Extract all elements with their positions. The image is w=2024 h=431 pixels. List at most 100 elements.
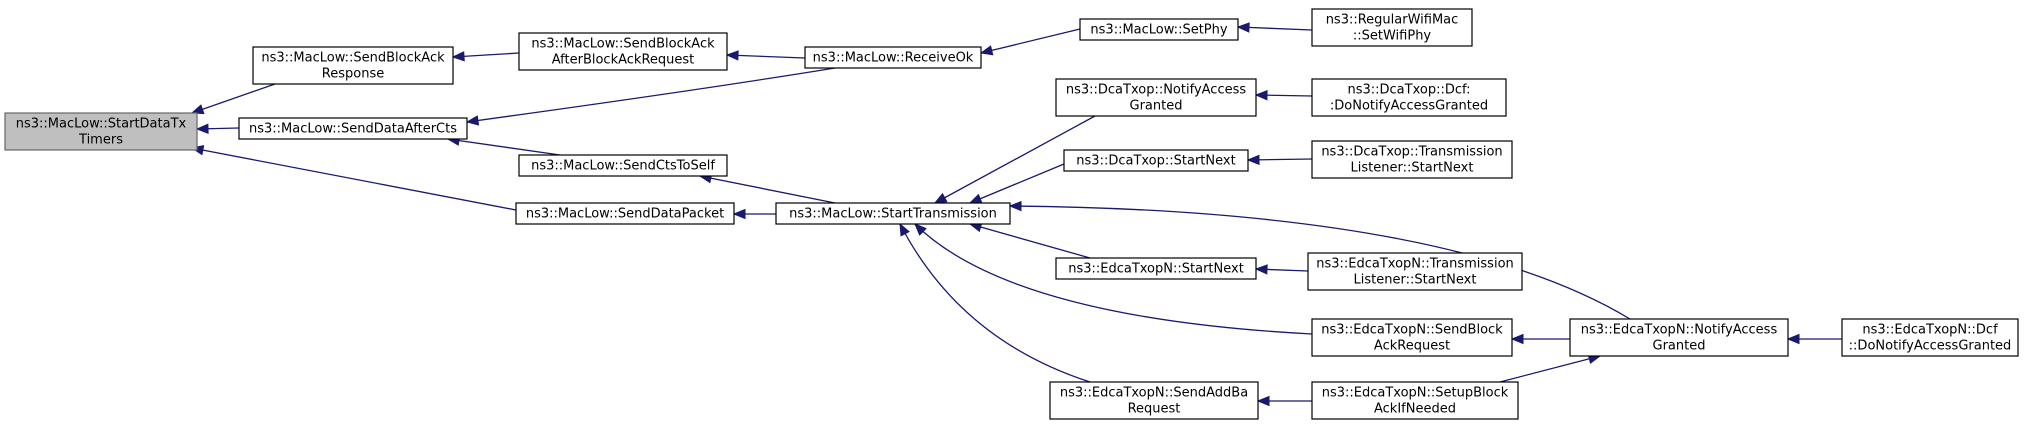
node-box xyxy=(1311,318,1513,357)
edge-n10-to-n7 xyxy=(933,115,1096,204)
arrowhead xyxy=(465,115,480,126)
node-ns3-maclow-sendctstoself[interactable]: ns3::MacLow::SendCtsToSelf xyxy=(518,154,728,177)
arrowhead xyxy=(190,104,205,115)
edge-line xyxy=(191,83,276,114)
edge-n20-to-n19 xyxy=(1256,395,1312,407)
arrowhead xyxy=(1256,395,1270,407)
node-ns3-maclow-senddatapacket[interactable]: ns3::MacLow::SendDataPacket xyxy=(515,202,735,225)
node-box xyxy=(518,154,728,177)
node-box xyxy=(1079,18,1239,41)
arrowhead xyxy=(732,208,746,220)
edge-n5-to-n4 xyxy=(725,50,806,61)
node-box xyxy=(4,112,198,151)
node-ns3-maclow-setphy[interactable]: ns3::MacLow::SetPhy xyxy=(1079,18,1239,41)
edge-n11-to-n10 xyxy=(1254,89,1313,101)
node-label-line: ns3::EdcaTxopN::SendBlock xyxy=(1321,323,1503,338)
arrowhead xyxy=(1510,333,1524,345)
arrowhead xyxy=(914,223,927,236)
node-ns3-maclow-sendblockackafterblockackrequest[interactable]: ns3::MacLow::SendBlockAckAfterBlockAckRe… xyxy=(518,32,728,71)
edge-n12-to-n7 xyxy=(968,163,1065,204)
arrowhead xyxy=(968,193,983,204)
node-ns3-edcatxopn-transmissionlistener-startnext[interactable]: ns3::EdcaTxopN::TransmissionListener::St… xyxy=(1307,252,1523,291)
node-label-line: ns3::MacLow::ReceiveOk xyxy=(813,51,974,66)
edge-n17-to-n7 xyxy=(1008,200,1631,320)
arrowhead xyxy=(1236,22,1250,33)
edge-line xyxy=(934,115,1096,204)
edge-line xyxy=(447,138,561,156)
edge-n18-to-n17 xyxy=(1786,333,1842,345)
edge-n20-to-n17 xyxy=(1499,353,1602,383)
node-label-line: ns3::EdcaTxopN::SetupBlock xyxy=(1322,386,1509,401)
node-box xyxy=(518,32,728,71)
node-ns3-edcatxopn-notifyaccessgranted[interactable]: ns3::EdcaTxopN::NotifyAccessGranted xyxy=(1569,318,1789,357)
node-label-line: ns3::MacLow::SendDataAfterCts xyxy=(249,122,457,137)
arrowhead xyxy=(1254,89,1268,101)
arrowhead xyxy=(195,123,209,134)
arrowhead xyxy=(979,45,994,56)
edge-line xyxy=(969,223,1091,259)
edge-line xyxy=(969,163,1065,204)
node-box xyxy=(1569,318,1789,357)
node-box xyxy=(252,46,454,85)
edge-n5-to-n2 xyxy=(465,67,836,126)
node-ns3-regularwifimac-setwifiphy[interactable]: ns3::RegularWifiMac::SetWifiPhy xyxy=(1311,8,1473,47)
node-ns3-edcatxopn-dcf-donotifyaccessgranted[interactable]: ns3::EdcaTxopN::Dcf::DoNotifyAccessGrant… xyxy=(1841,318,2019,357)
node-box xyxy=(1311,78,1507,117)
node-label-line: Granted xyxy=(1130,99,1183,114)
node-label-line: ns3::MacLow::SendBlockAck xyxy=(531,37,715,52)
node-ns3-dcatxop-notifyaccessgranted[interactable]: ns3::DcaTxop::NotifyAccessGranted xyxy=(1055,78,1257,117)
edge-line xyxy=(980,28,1081,54)
node-label-line: ns3::MacLow::StartDataTx xyxy=(16,117,187,132)
node-ns3-maclow-receiveok[interactable]: ns3::MacLow::ReceiveOk xyxy=(804,46,982,69)
node-label-line: ns3::DcaTxop::StartNext xyxy=(1076,154,1235,169)
edge-line xyxy=(191,147,517,211)
node-ns3-maclow-starttransmission[interactable]: ns3::MacLow::StartTransmission xyxy=(775,202,1011,225)
arrowhead xyxy=(1254,264,1268,275)
node-label-line: AfterBlockAckRequest xyxy=(552,53,695,68)
arrowhead xyxy=(1786,333,1800,345)
arrowhead xyxy=(725,50,739,61)
node-box xyxy=(1307,252,1523,291)
node-label-line: ns3::MacLow::SendDataPacket xyxy=(526,207,724,222)
edge-line xyxy=(1499,355,1601,383)
edge-n17-to-n16 xyxy=(1510,333,1570,345)
arrowhead xyxy=(451,51,465,62)
edge-n14-to-n7 xyxy=(968,222,1091,259)
node-ns3-maclow-senddataaftercts[interactable]: ns3::MacLow::SendDataAfterCts xyxy=(238,117,468,140)
node-label-line: ns3::MacLow::SendBlockAck xyxy=(261,51,445,66)
node-ns3-dcatxop-dcf-donotifyaccessgranted[interactable]: ns3::DcaTxop::Dcf::DoNotifyAccessGranted xyxy=(1311,78,1507,117)
node-label-line: AckRequest xyxy=(1374,339,1450,354)
node-label-line: ns3::MacLow::StartTransmission xyxy=(789,207,997,222)
node-box xyxy=(1049,381,1259,420)
node-box xyxy=(1841,318,2019,357)
node-box xyxy=(238,117,468,140)
node-box xyxy=(1311,381,1519,420)
node-label-line: Granted xyxy=(1653,339,1706,354)
edge-line xyxy=(1237,26,1313,31)
node-box xyxy=(1311,8,1473,47)
node-ns3-dcatxop-transmissionlistener-startnext[interactable]: ns3::DcaTxop::TransmissionListener::Star… xyxy=(1311,140,1513,179)
node-ns3-dcatxop-startnext[interactable]: ns3::DcaTxop::StartNext xyxy=(1063,149,1249,172)
edge-n8-to-n5 xyxy=(979,28,1081,56)
edge-curve xyxy=(1009,205,1631,320)
edge-curve xyxy=(914,223,1313,335)
node-label-line: ns3::EdcaTxopN::NotifyAccess xyxy=(1581,323,1778,338)
node-label-line: ns3::EdcaTxopN::Dcf xyxy=(1862,323,1998,338)
arrowhead xyxy=(933,192,948,204)
node-ns3-edcatxopn-startnext[interactable]: ns3::EdcaTxopN::StartNext xyxy=(1055,257,1257,280)
edges-layer xyxy=(190,22,1842,407)
edge-line xyxy=(699,175,836,204)
edge-curve xyxy=(466,67,836,123)
node-label-line: ns3::EdcaTxopN::SendAddBa xyxy=(1060,386,1248,401)
node-label-line: Listener::StartNext xyxy=(1354,273,1477,288)
nodes-layer: ns3::MacLow::StartDataTxTimersns3::MacLo… xyxy=(4,8,2019,420)
node-label-line: Response xyxy=(322,67,384,82)
node-box xyxy=(1311,140,1513,179)
edge-n2-to-n0 xyxy=(195,123,240,134)
node-label-line: ns3::MacLow::SendCtsToSelf xyxy=(531,159,715,174)
